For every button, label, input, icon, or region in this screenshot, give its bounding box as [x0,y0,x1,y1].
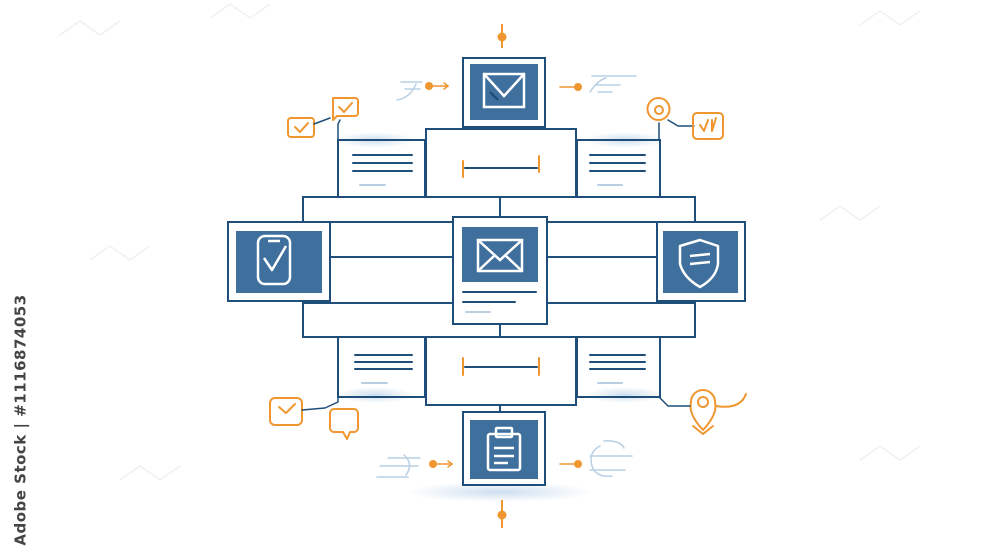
upper-left-panel [337,139,426,198]
upper-band [425,128,577,198]
checkmark-bubble-icon [269,397,303,426]
vertical-connectors [497,24,507,528]
shield-icon [678,238,720,289]
checkmark-bubble-icon [332,97,359,121]
upper-right-panel [576,139,661,198]
watermark-id: Adobe Stock | #1116874053 [10,294,32,545]
envelope-icon [482,72,526,109]
bottom-hub-box [462,411,546,486]
left-arm [329,221,454,304]
clipboard-icon [486,426,522,472]
lower-band [425,336,577,406]
top-hub-box [462,57,546,128]
soft-shadows [335,132,665,502]
left-hub-box [227,221,331,302]
watermark-pattern [59,3,921,481]
text-placeholders [352,154,646,384]
location-pin-icon [646,97,671,121]
right-hub-box [656,221,746,302]
watermark-text: Adobe Stock | #1116874053 [12,294,31,546]
right-arm [546,221,658,304]
side-arrows [376,75,637,478]
location-pin-icon [689,389,717,435]
chat-bubble-icon [329,408,359,440]
callouts [269,97,747,440]
checkmark-badge-icon [692,112,724,140]
envelope-icon [476,238,524,273]
phone-check-icon [256,234,292,286]
center-hub-card [452,216,548,325]
checkmark-bubble-icon [287,117,315,138]
